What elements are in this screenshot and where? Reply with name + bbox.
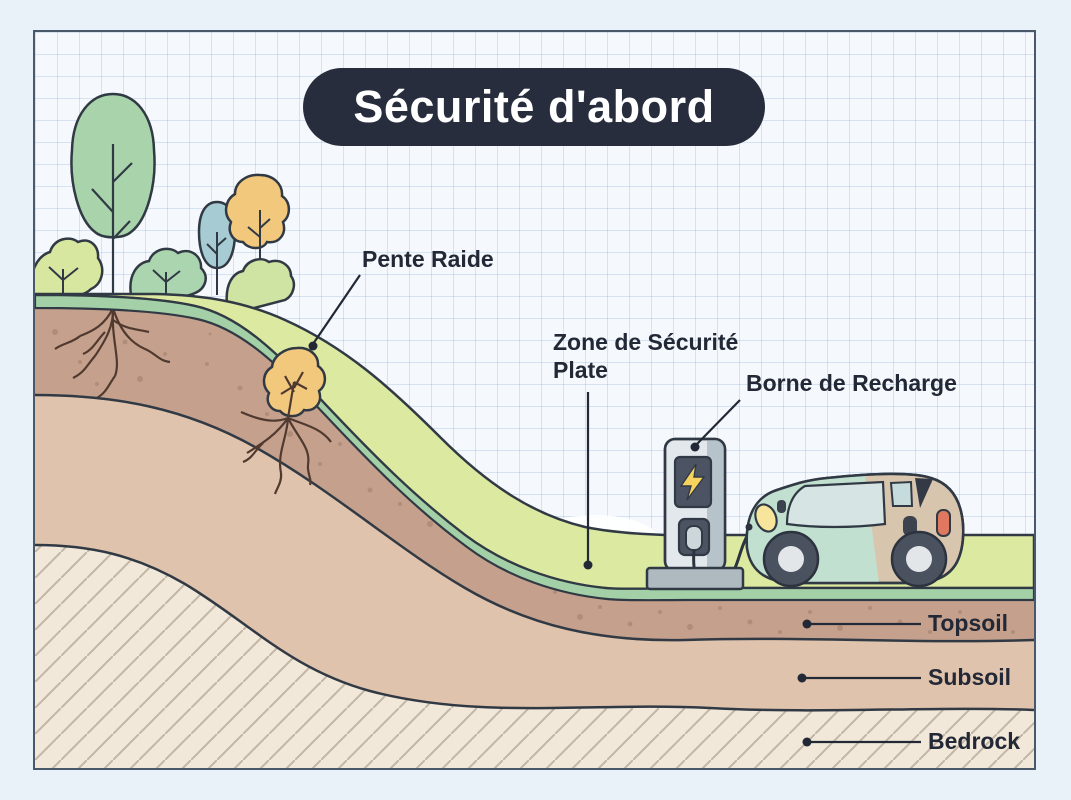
tree-large-green [70,92,156,295]
car-rear-hub [906,546,932,572]
car-rear-pillar [915,478,933,508]
page-title: Sécurité d'abord [303,68,765,146]
bedrock-layer [35,545,1034,768]
car-mirror [777,500,786,513]
slope-bush-with-roots [240,346,332,495]
car-front-hub [778,546,804,572]
charging-station [645,437,753,591]
leader-lines [308,274,921,747]
charger-base [645,566,745,591]
bush-slope [225,258,296,316]
label-bedrock: Bedrock [928,728,1021,754]
car-side-window [785,480,887,529]
leader-bedrock [802,737,921,747]
car-headlight [754,503,778,533]
subsoil-layer [35,395,1034,711]
car-fuel-door [903,516,917,536]
label-subsoil: Subsoil [928,664,1012,690]
leader-subsoil [797,673,921,683]
leader-charger [690,399,741,452]
label-zone-line2: Plate [553,357,608,383]
label-borne-recharge: Borne de Recharge [746,370,957,396]
label-zone-line1: Zone de Sécurité [553,329,739,355]
cable-connector [745,523,753,531]
charger-plug [685,525,703,551]
label-pente-raide: Pente Raide [362,246,494,272]
leader-flat-zone [583,392,593,570]
bush-middle [129,247,207,300]
bush-left [35,237,104,297]
leader-slope [308,274,361,351]
label-zone-securite: Zone de Sécurité Plate [553,328,738,384]
layer-outlines [35,393,1034,712]
title-text: Sécurité d'abord [353,81,715,132]
car-taillight [936,509,951,537]
label-topsoil: Topsoil [928,610,1009,636]
electric-car [745,472,965,588]
tree-roots [54,307,171,399]
graph-paper-frame [33,30,1036,770]
leader-topsoil [802,619,921,629]
car-quarter-window [889,480,914,507]
tree-orange [224,173,291,295]
lightning-bolt-icon [679,463,706,501]
terrain-illustration [35,92,1034,768]
